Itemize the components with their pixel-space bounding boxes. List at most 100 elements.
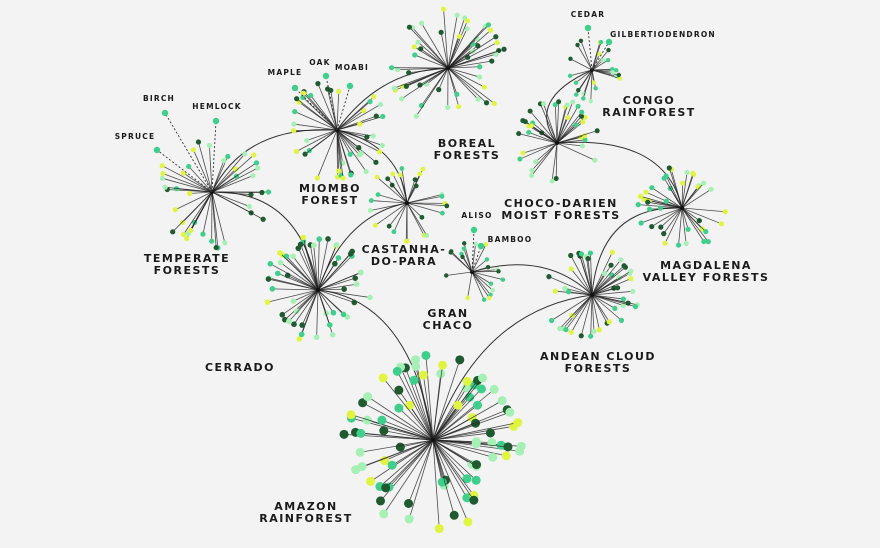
leaf-node — [404, 498, 414, 508]
leaf-node — [477, 64, 483, 70]
leaf-edge — [396, 371, 434, 441]
hub-label-cerrado: CERRADO — [205, 362, 275, 374]
leaf-node — [246, 203, 252, 210]
species-edge — [587, 27, 593, 71]
leaf-edge — [317, 289, 344, 315]
species-label: OAK — [309, 58, 331, 67]
leaf-node — [472, 460, 482, 470]
leaf-edge — [590, 294, 593, 337]
leaf-node — [606, 319, 612, 325]
leaf-edge — [471, 271, 485, 300]
leaf-node — [411, 44, 417, 50]
leaf-node — [200, 231, 206, 237]
leaf-node — [187, 190, 193, 197]
leaf-edge — [432, 439, 475, 496]
leaf-node — [248, 191, 254, 198]
leaf-node — [517, 156, 523, 162]
leaf-node — [186, 163, 192, 170]
leaf-edge — [190, 191, 213, 231]
hub-node-cerrado — [316, 288, 320, 292]
leaf-edge — [391, 439, 434, 466]
leaf-node — [529, 167, 535, 173]
leaf-edge — [556, 130, 598, 144]
leaf-edge — [165, 186, 213, 193]
leaf-edge — [272, 288, 319, 291]
hub-node-amazon — [431, 438, 435, 442]
leaf-node — [242, 151, 248, 157]
leaf-node — [379, 509, 389, 519]
leaf-edge — [447, 67, 480, 78]
leaf-node — [341, 286, 347, 292]
leaf-edge — [432, 439, 469, 523]
leaf-edge — [543, 103, 558, 144]
leaf-edge — [336, 129, 352, 176]
leaf-node — [283, 253, 290, 260]
leaf-edge — [317, 277, 356, 291]
species-node — [477, 242, 485, 250]
leaf-node — [406, 70, 412, 76]
leaf-edge — [406, 202, 428, 236]
leaf-node — [340, 311, 347, 318]
leaf-edge — [462, 256, 473, 273]
leaf-node — [367, 99, 373, 105]
leaf-edge — [336, 104, 381, 131]
leaf-node — [346, 410, 356, 420]
leaf-node — [500, 277, 506, 282]
leaf-node — [658, 224, 664, 230]
leaf-node — [259, 189, 265, 196]
leaf-node — [378, 373, 388, 383]
leaf-node — [573, 122, 579, 128]
leaf-edge — [591, 294, 622, 321]
leaf-edge — [432, 400, 503, 441]
hub-label-line: RAINFOREST — [602, 106, 696, 119]
leaf-node — [617, 76, 622, 81]
leaf-node — [516, 441, 526, 451]
leaf-edge — [175, 191, 213, 211]
leaf-edge — [293, 289, 319, 325]
leaf-edge — [317, 288, 345, 291]
species-node — [346, 82, 354, 90]
leaf-node — [295, 245, 302, 252]
leaf-node — [488, 452, 498, 462]
leaf-node — [635, 202, 641, 208]
leaf-node — [645, 199, 651, 205]
leaf-edge — [398, 407, 434, 441]
leaf-node — [591, 328, 597, 334]
leaf-edge — [420, 48, 449, 69]
leaf-node — [513, 418, 523, 428]
leaf-edge — [518, 133, 558, 144]
leaf-node — [418, 46, 424, 52]
leaf-node — [581, 96, 586, 101]
leaf-edge — [522, 142, 558, 154]
leaf-edge — [664, 207, 683, 244]
leaf-edge — [471, 266, 489, 273]
leaf-edge — [432, 387, 468, 441]
leaf-edge — [417, 41, 449, 69]
leaf-node — [328, 87, 334, 93]
hub-label-line: ANDEAN CLOUD — [539, 350, 657, 363]
leaf-edge — [310, 95, 338, 131]
leaf-edge — [577, 69, 593, 91]
leaf-edge — [447, 67, 495, 104]
leaf-edge — [647, 201, 683, 209]
leaf-node — [503, 442, 513, 452]
leaf-edge — [409, 405, 434, 441]
leaf-node — [296, 336, 303, 342]
leaf-node — [356, 145, 362, 151]
leaf-node — [339, 429, 349, 439]
leaf-edge — [162, 177, 213, 193]
leaf-node — [412, 177, 418, 182]
leaf-node — [628, 276, 634, 282]
hub-label-line: FORESTS — [564, 362, 632, 375]
leaf-edge — [409, 26, 449, 69]
leaf-node — [213, 244, 219, 251]
leaf-edge — [336, 129, 367, 172]
leaf-node — [379, 426, 389, 436]
leaf-node — [598, 39, 604, 45]
leaf-edge — [591, 53, 600, 71]
leaf-edge — [471, 271, 492, 285]
leaf-edge — [591, 294, 610, 322]
leaf-edge — [383, 430, 434, 441]
leaf-node — [578, 38, 584, 44]
leaf-edge — [681, 207, 705, 242]
